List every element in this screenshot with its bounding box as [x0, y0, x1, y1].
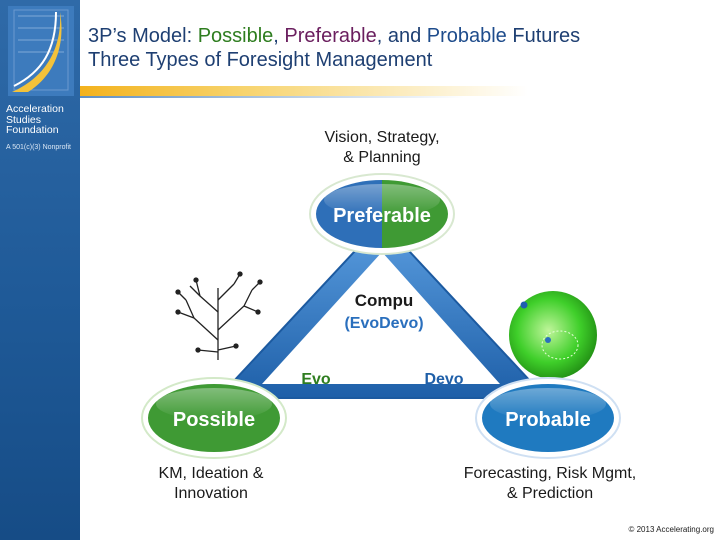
caption-preferable: Vision, Strategy, & Planning	[300, 128, 464, 168]
edge-label-devo: Devo	[424, 371, 463, 388]
triangle-inner	[262, 252, 500, 384]
title-preferable: Preferable	[284, 25, 377, 47]
attractor-sphere-icon	[509, 291, 597, 379]
title-sep2: , and	[376, 25, 427, 47]
node-probable	[475, 377, 621, 459]
node-preferable-label: Preferable	[333, 205, 431, 227]
title-sep1: ,	[273, 25, 285, 47]
title-rule	[80, 86, 720, 96]
caption-possible-line2: Innovation	[174, 485, 248, 502]
title-probable: Probable	[426, 25, 507, 47]
title-possible: Possible	[197, 25, 274, 47]
caption-probable: Forecasting, Risk Mgmt, & Prediction	[440, 464, 660, 504]
caption-preferable-line1: Vision, Strategy,	[324, 129, 440, 146]
caption-preferable-line2: & Planning	[343, 149, 421, 166]
title-prefix: 3P’s Model:	[88, 25, 198, 47]
title-rule-thin	[80, 96, 720, 98]
node-possible-label: Possible	[173, 409, 255, 431]
tree-sketch-icon	[175, 271, 263, 360]
center-label-compu: Compu	[355, 291, 414, 310]
org-name-line2: Studies	[6, 113, 42, 126]
caption-probable-line1: Forecasting, Risk Mgmt,	[463, 465, 637, 482]
caption-possible: KM, Ideation & Innovation	[126, 464, 296, 504]
org-subtitle: A 501(c)(3) Nonprofit	[6, 144, 71, 151]
copyright-notice: © 2013 Accelerating.org	[628, 525, 714, 534]
title-line1: 3P’s Model: Possible, Preferable, and Pr…	[88, 24, 580, 48]
node-preferable	[309, 173, 455, 255]
foundation-logo-icon	[8, 6, 74, 96]
node-possible	[141, 377, 287, 459]
org-name: Acceleration Studies Foundation	[6, 104, 64, 136]
org-name-line3: Foundation	[6, 124, 59, 136]
org-name-line1: Acceleration	[6, 103, 64, 115]
node-probable-label: Probable	[505, 409, 591, 431]
slide-title: 3P’s Model: Possible, Preferable, and Pr…	[88, 24, 580, 72]
caption-possible-line1: KM, Ideation &	[158, 465, 264, 482]
title-suffix: Futures	[506, 25, 581, 47]
title-line2: Three Types of Foresight Management	[88, 49, 433, 71]
edge-label-evo: Evo	[301, 371, 331, 388]
caption-probable-line2: & Prediction	[506, 485, 594, 502]
center-label-evodevo: (EvoDevo)	[344, 315, 423, 332]
sidebar: Acceleration Studies Foundation A 501(c)…	[0, 0, 80, 540]
